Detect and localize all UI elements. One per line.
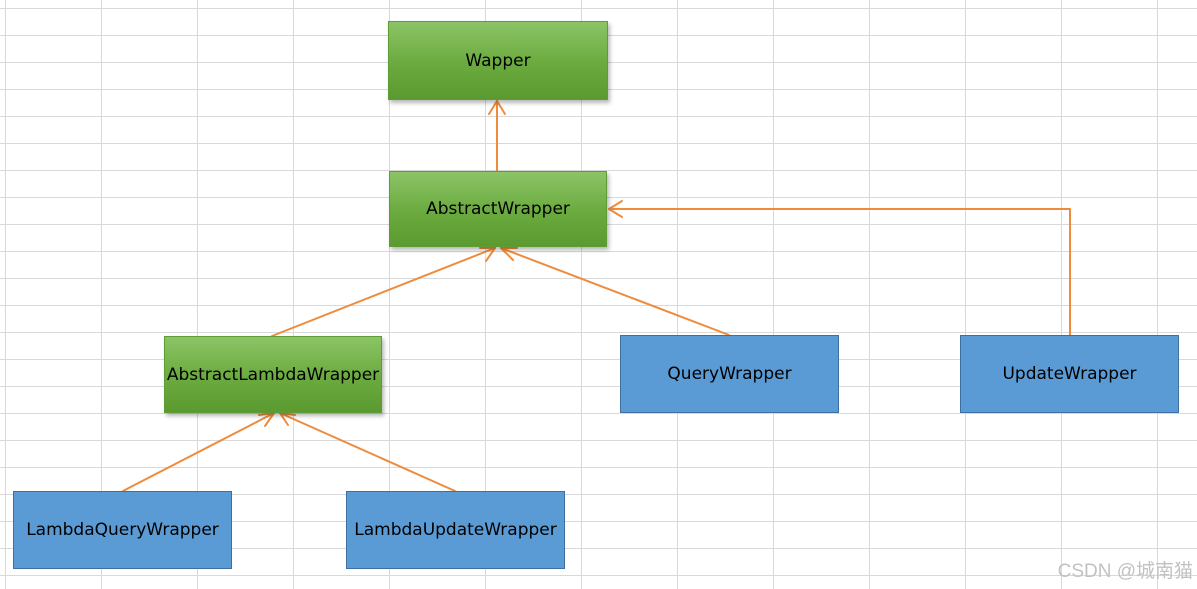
arrowhead-abstractlambda-bottom-right: [279, 412, 296, 426]
node-abstract-lambda-wrapper[interactable]: AbstractLambdaWrapper: [164, 336, 382, 413]
node-lambda-update-wrapper-label: LambdaUpdateWrapper: [354, 520, 557, 540]
edge-lambdaupdate-to-abstractlambda: [279, 412, 456, 492]
edge-abstractlambda-to-abstract: [271, 247, 496, 337]
edge-update-to-abstract: [608, 208, 1071, 336]
edge-query-to-abstract: [500, 247, 730, 336]
node-abstract-wrapper[interactable]: AbstractWrapper: [389, 171, 607, 247]
node-wapper-label: Wapper: [465, 50, 531, 71]
arrowhead-abstract-right: [608, 200, 623, 218]
node-abstract-wrapper-label: AbstractWrapper: [426, 199, 570, 219]
watermark-text: CSDN @城南猫: [1057, 561, 1193, 582]
arrowhead-abstractlambda-bottom-left: [258, 412, 275, 427]
node-query-wrapper[interactable]: QueryWrapper: [620, 335, 839, 413]
node-lambda-query-wrapper-label: LambdaQueryWrapper: [26, 520, 219, 540]
node-lambda-update-wrapper[interactable]: LambdaUpdateWrapper: [346, 491, 565, 569]
node-query-wrapper-label: QueryWrapper: [667, 364, 792, 384]
node-abstract-lambda-wrapper-label: AbstractLambdaWrapper: [166, 364, 380, 385]
node-lambda-query-wrapper[interactable]: LambdaQueryWrapper: [13, 491, 232, 569]
arrowhead-abstract-bottom-right: [500, 247, 518, 261]
arrowhead-wapper: [488, 100, 506, 115]
node-update-wrapper[interactable]: UpdateWrapper: [960, 335, 1179, 413]
node-update-wrapper-label: UpdateWrapper: [1002, 364, 1137, 384]
node-wapper[interactable]: Wapper: [388, 21, 608, 100]
edge-lambdaquery-to-abstractlambda: [122, 412, 275, 492]
arrowhead-abstract-bottom-left: [479, 247, 496, 262]
